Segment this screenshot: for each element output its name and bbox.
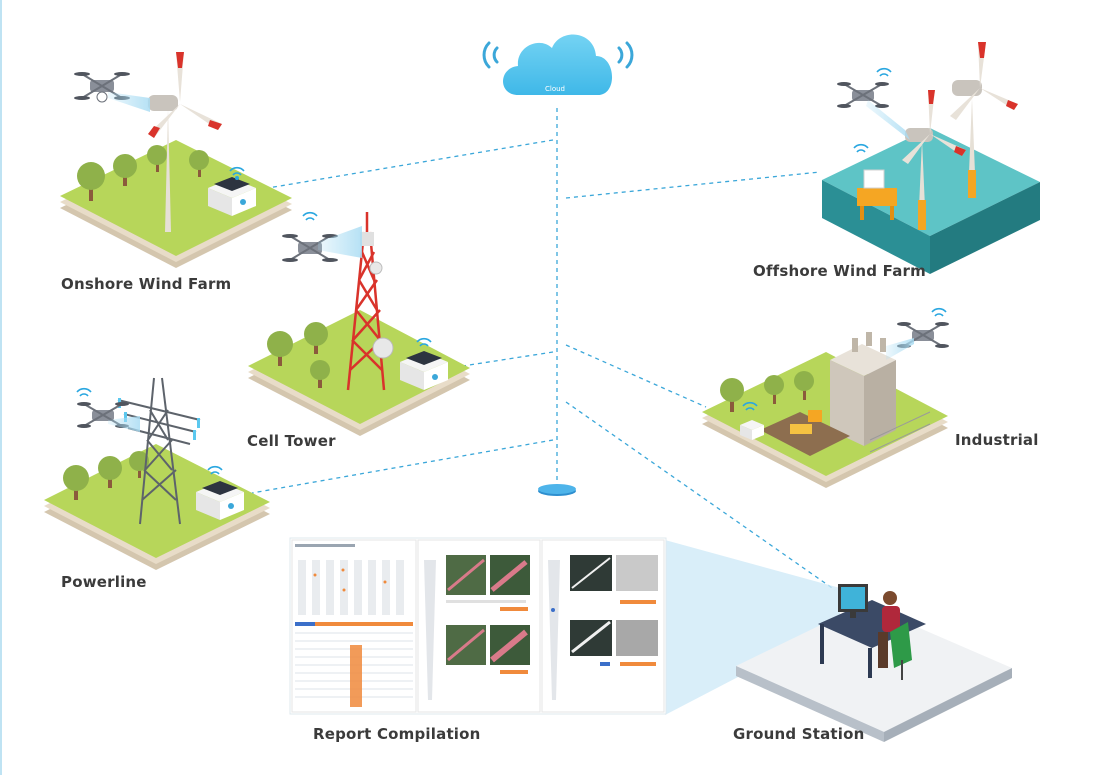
left-border bbox=[0, 0, 2, 775]
link-ground bbox=[565, 401, 836, 591]
wifi-icon bbox=[853, 67, 892, 153]
wifi-icon bbox=[229, 166, 245, 181]
label-ground-station: Ground Station bbox=[733, 725, 865, 743]
label-offshore-wind-farm: Offshore Wind Farm bbox=[753, 262, 926, 280]
platform-icon bbox=[857, 169, 897, 220]
cloud-label: Cloud bbox=[545, 85, 565, 93]
factory-icon bbox=[760, 332, 931, 456]
scan-beam bbox=[886, 338, 914, 360]
link-offshore bbox=[565, 171, 821, 199]
label-powerline: Powerline bbox=[61, 573, 147, 591]
report-compilation-panels bbox=[289, 537, 667, 715]
onshore-tile bbox=[60, 140, 292, 268]
label-industrial: Industrial bbox=[955, 431, 1039, 449]
wind-turbine-icon bbox=[148, 52, 222, 232]
sensor-box-icon bbox=[208, 177, 256, 216]
tree-icon bbox=[77, 145, 209, 201]
scan-beam bbox=[866, 100, 910, 140]
tree-icon bbox=[63, 451, 149, 500]
scan-beam bbox=[108, 416, 140, 432]
wifi-icon bbox=[76, 387, 223, 475]
offshore-tile bbox=[822, 128, 1040, 274]
cloud-icon: Cloud bbox=[503, 34, 613, 95]
wifi-icon bbox=[482, 41, 634, 69]
pylon-icon bbox=[117, 377, 201, 525]
tree-icon bbox=[267, 322, 330, 388]
link-celltower bbox=[449, 351, 554, 369]
wifi-icon bbox=[742, 307, 947, 411]
drone-icon bbox=[282, 234, 338, 262]
sensor-box-icon bbox=[196, 481, 244, 520]
screen-beam bbox=[665, 540, 840, 715]
connection-lines bbox=[251, 108, 836, 591]
celltower-tile bbox=[248, 310, 470, 436]
ground-tile bbox=[736, 604, 1012, 742]
label-onshore-wind-farm: Onshore Wind Farm bbox=[61, 275, 232, 293]
wind-turbine-icon bbox=[902, 42, 1018, 230]
link-industrial bbox=[565, 344, 707, 408]
drone-icon bbox=[837, 82, 889, 108]
scan-beam bbox=[108, 92, 150, 112]
hub-disc bbox=[538, 484, 576, 496]
label-cell-tower: Cell Tower bbox=[247, 432, 336, 450]
wifi-icon bbox=[302, 211, 432, 347]
tree-icon bbox=[720, 371, 814, 412]
sensor-box-icon bbox=[740, 420, 764, 440]
link-powerline bbox=[251, 439, 554, 494]
sensor-box-icon bbox=[400, 351, 448, 390]
label-report-compilation: Report Compilation bbox=[313, 725, 481, 743]
scan-beam bbox=[318, 226, 362, 258]
desk-operator-icon bbox=[818, 584, 926, 680]
industrial-tile bbox=[702, 352, 948, 488]
antenna-icon bbox=[360, 232, 394, 359]
link-onshore bbox=[267, 139, 554, 189]
